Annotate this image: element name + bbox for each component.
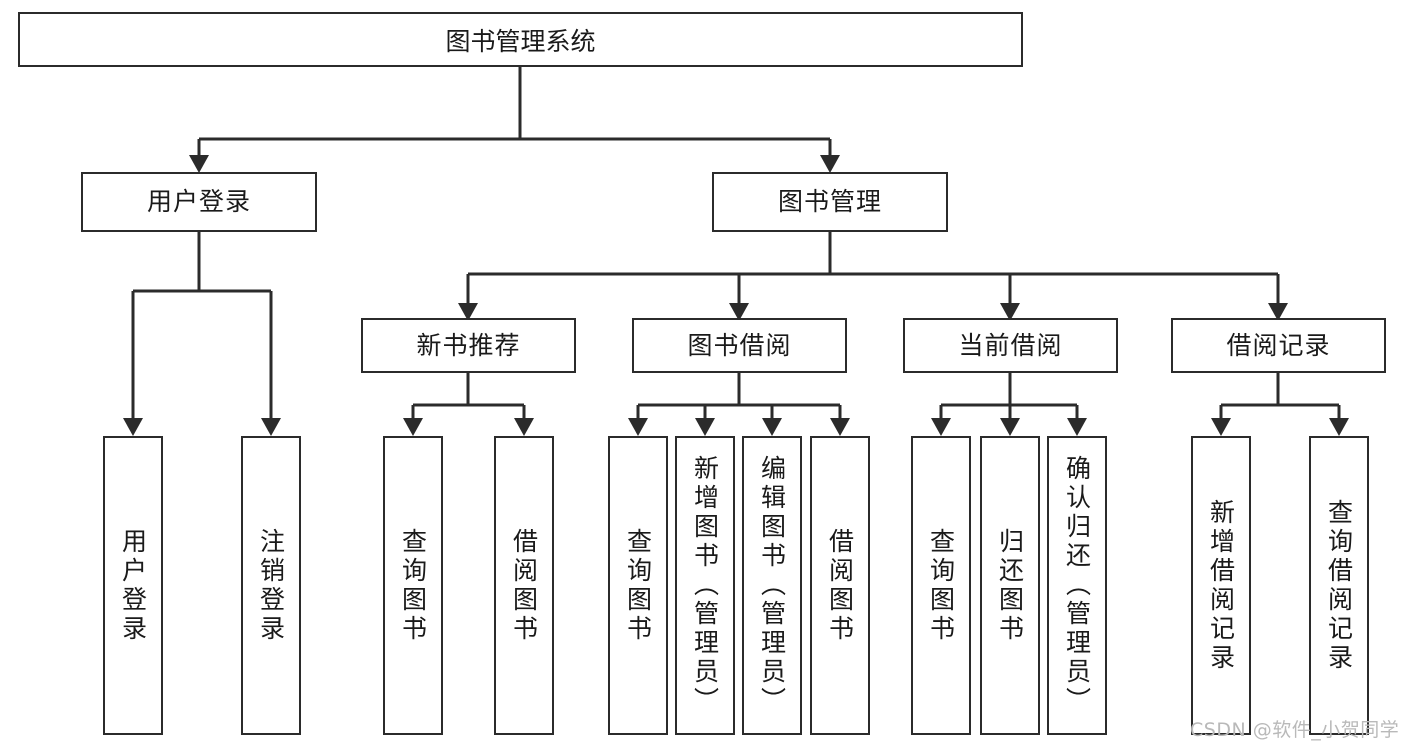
node-label: 新增借阅记录 — [1206, 498, 1236, 673]
node-label: 用户登录 — [118, 527, 148, 644]
node-leaf-query-book-1[interactable]: 查询图书 — [383, 436, 443, 735]
node-leaf-add-book[interactable]: 新增图书（管理员） — [675, 436, 735, 735]
node-leaf-query-book-2[interactable]: 查询图书 — [608, 436, 668, 735]
node-current-borrow[interactable]: 当前借阅 — [903, 318, 1118, 373]
node-leaf-user-login[interactable]: 用户登录 — [103, 436, 163, 735]
node-label: 查询图书 — [398, 527, 428, 644]
node-leaf-add-record[interactable]: 新增借阅记录 — [1191, 436, 1251, 735]
node-leaf-confirm-return[interactable]: 确认归还（管理员） — [1047, 436, 1107, 735]
node-leaf-logout[interactable]: 注销登录 — [241, 436, 301, 735]
node-label: 注销登录 — [256, 527, 286, 644]
node-label: 确认归还（管理员） — [1062, 455, 1092, 716]
node-label: 图书管理系统 — [445, 26, 596, 56]
node-label: 当前借阅 — [958, 330, 1063, 360]
node-leaf-borrow-book-1[interactable]: 借阅图书 — [494, 436, 554, 735]
node-label: 借阅记录 — [1226, 330, 1331, 360]
node-leaf-query-book-3[interactable]: 查询图书 — [911, 436, 971, 735]
node-leaf-edit-book[interactable]: 编辑图书（管理员） — [742, 436, 802, 735]
node-book-management[interactable]: 图书管理 — [712, 172, 948, 232]
node-label: 查询借阅记录 — [1324, 498, 1354, 673]
node-new-book-recommend[interactable]: 新书推荐 — [361, 318, 576, 373]
node-label: 借阅图书 — [509, 527, 539, 644]
watermark-text: CSDN @软件_小贺同学 — [1190, 719, 1400, 741]
node-leaf-return-book[interactable]: 归还图书 — [980, 436, 1040, 735]
node-label: 借阅图书 — [825, 527, 855, 644]
csdn-watermark: CSDN @软件_小贺同学 — [1190, 715, 1399, 742]
node-label: 编辑图书（管理员） — [757, 455, 787, 716]
node-borrow-record[interactable]: 借阅记录 — [1171, 318, 1386, 373]
node-label: 新增图书（管理员） — [690, 455, 720, 716]
node-label: 查询图书 — [623, 527, 653, 644]
node-label: 查询图书 — [926, 527, 956, 644]
node-label: 新书推荐 — [416, 330, 521, 360]
node-leaf-borrow-book-2[interactable]: 借阅图书 — [810, 436, 870, 735]
node-user-login[interactable]: 用户登录 — [81, 172, 317, 232]
node-book-borrow[interactable]: 图书借阅 — [632, 318, 847, 373]
node-label: 图书管理 — [777, 187, 882, 217]
node-root-system[interactable]: 图书管理系统 — [18, 12, 1023, 67]
node-label: 归还图书 — [995, 527, 1025, 644]
node-label: 图书借阅 — [687, 330, 792, 360]
node-leaf-query-record[interactable]: 查询借阅记录 — [1309, 436, 1369, 735]
node-label: 用户登录 — [146, 187, 251, 217]
